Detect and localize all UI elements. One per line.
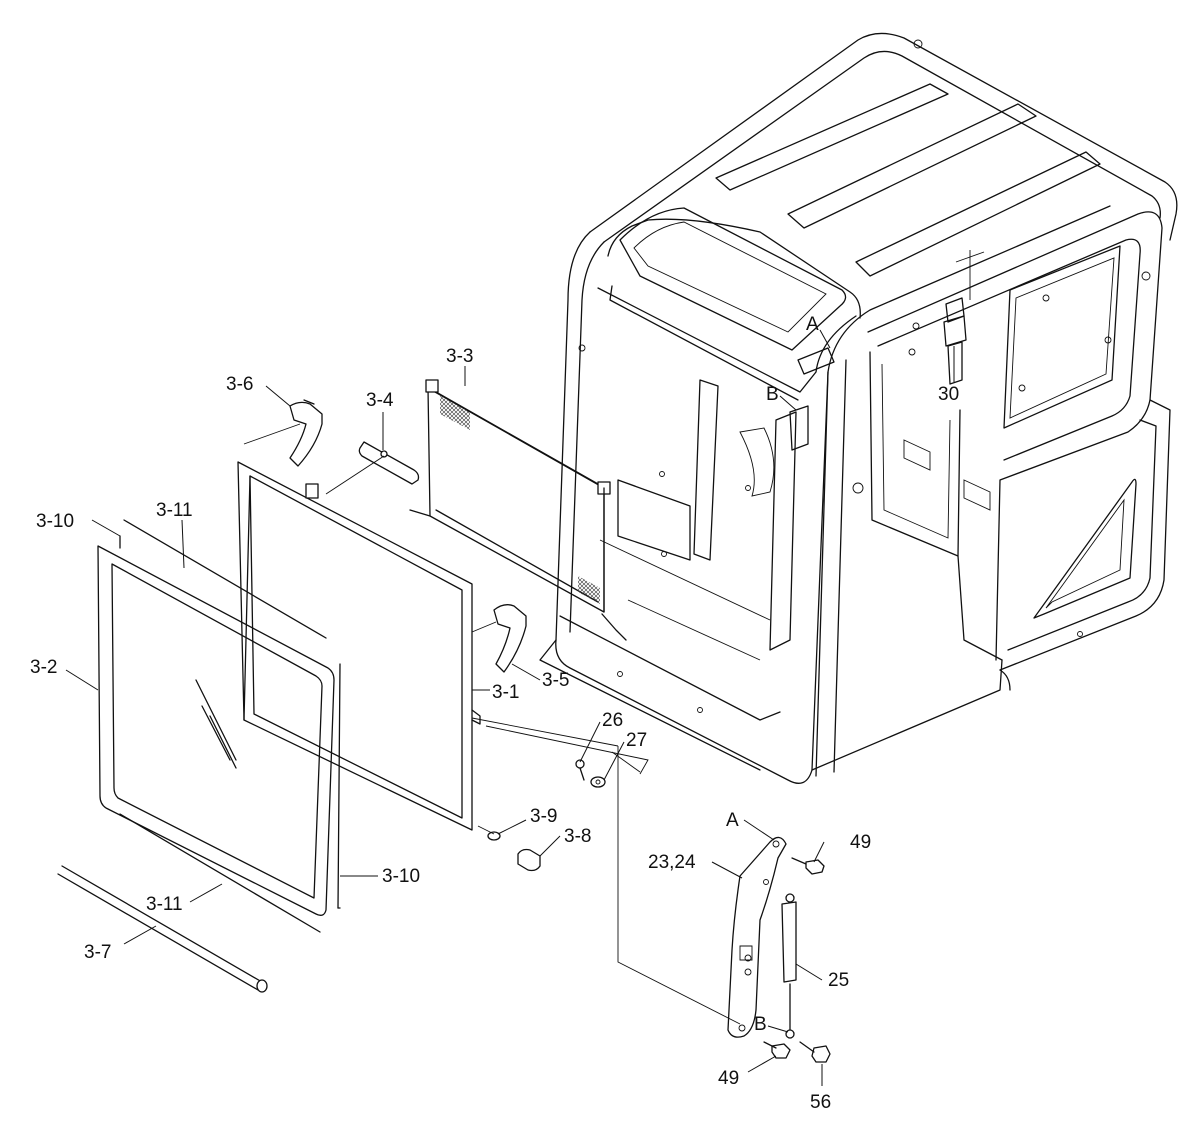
part-labels: 3-3 3-4 3-6 3-11 3-10 3-2 3-1 3-5 3-9 3-… [30, 314, 959, 1113]
window-frame-part-3-1 [237, 461, 481, 831]
screen-part-3-3 [409, 379, 627, 641]
gas-strut-part-25 [781, 893, 797, 1039]
label-3-9: 3-9 [530, 806, 557, 827]
label-27: 27 [626, 730, 647, 751]
handle-part-3-6 [243, 399, 323, 467]
label-49-bottom: 49 [718, 1068, 739, 1089]
label-3-10-top: 3-10 [36, 511, 74, 532]
handle-part-3-5 [471, 604, 527, 673]
label-3-11-bottom: 3-11 [146, 894, 183, 915]
label-3-1: 3-1 [492, 682, 519, 703]
seals [119, 519, 341, 933]
label-ref-a-bracket: A [726, 810, 739, 831]
mirror-part-3-4 [325, 441, 420, 495]
small-hardware [471, 717, 649, 872]
label-49-top: 49 [850, 832, 871, 853]
label-ref-b-bracket: B [754, 1014, 767, 1035]
label-30: 30 [938, 384, 959, 405]
rubber-strip-part-3-7 [57, 865, 268, 993]
long-leader-to-bracket [617, 746, 741, 1025]
label-23-24: 23,24 [648, 852, 696, 873]
label-3-2: 3-2 [30, 657, 57, 678]
label-56: 56 [810, 1092, 831, 1113]
label-ref-b-cab: B [766, 384, 779, 405]
leader-lines [65, 329, 955, 1086]
bracket-part-23-24 [727, 836, 787, 1038]
cab-body [539, 32, 1178, 784]
label-3-4: 3-4 [366, 390, 394, 411]
label-26: 26 [602, 710, 623, 731]
label-3-8: 3-8 [564, 826, 591, 847]
label-3-11-top: 3-11 [156, 500, 193, 521]
label-3-7: 3-7 [84, 942, 111, 963]
bolts-49-56 [763, 857, 831, 1063]
label-3-5: 3-5 [542, 670, 569, 691]
label-3-3: 3-3 [446, 346, 473, 367]
glass-part-3-2 [97, 545, 335, 916]
label-3-10-bottom: 3-10 [382, 866, 420, 887]
label-ref-a-cab: A [806, 314, 819, 335]
label-3-6: 3-6 [226, 374, 253, 395]
label-25: 25 [828, 970, 849, 991]
